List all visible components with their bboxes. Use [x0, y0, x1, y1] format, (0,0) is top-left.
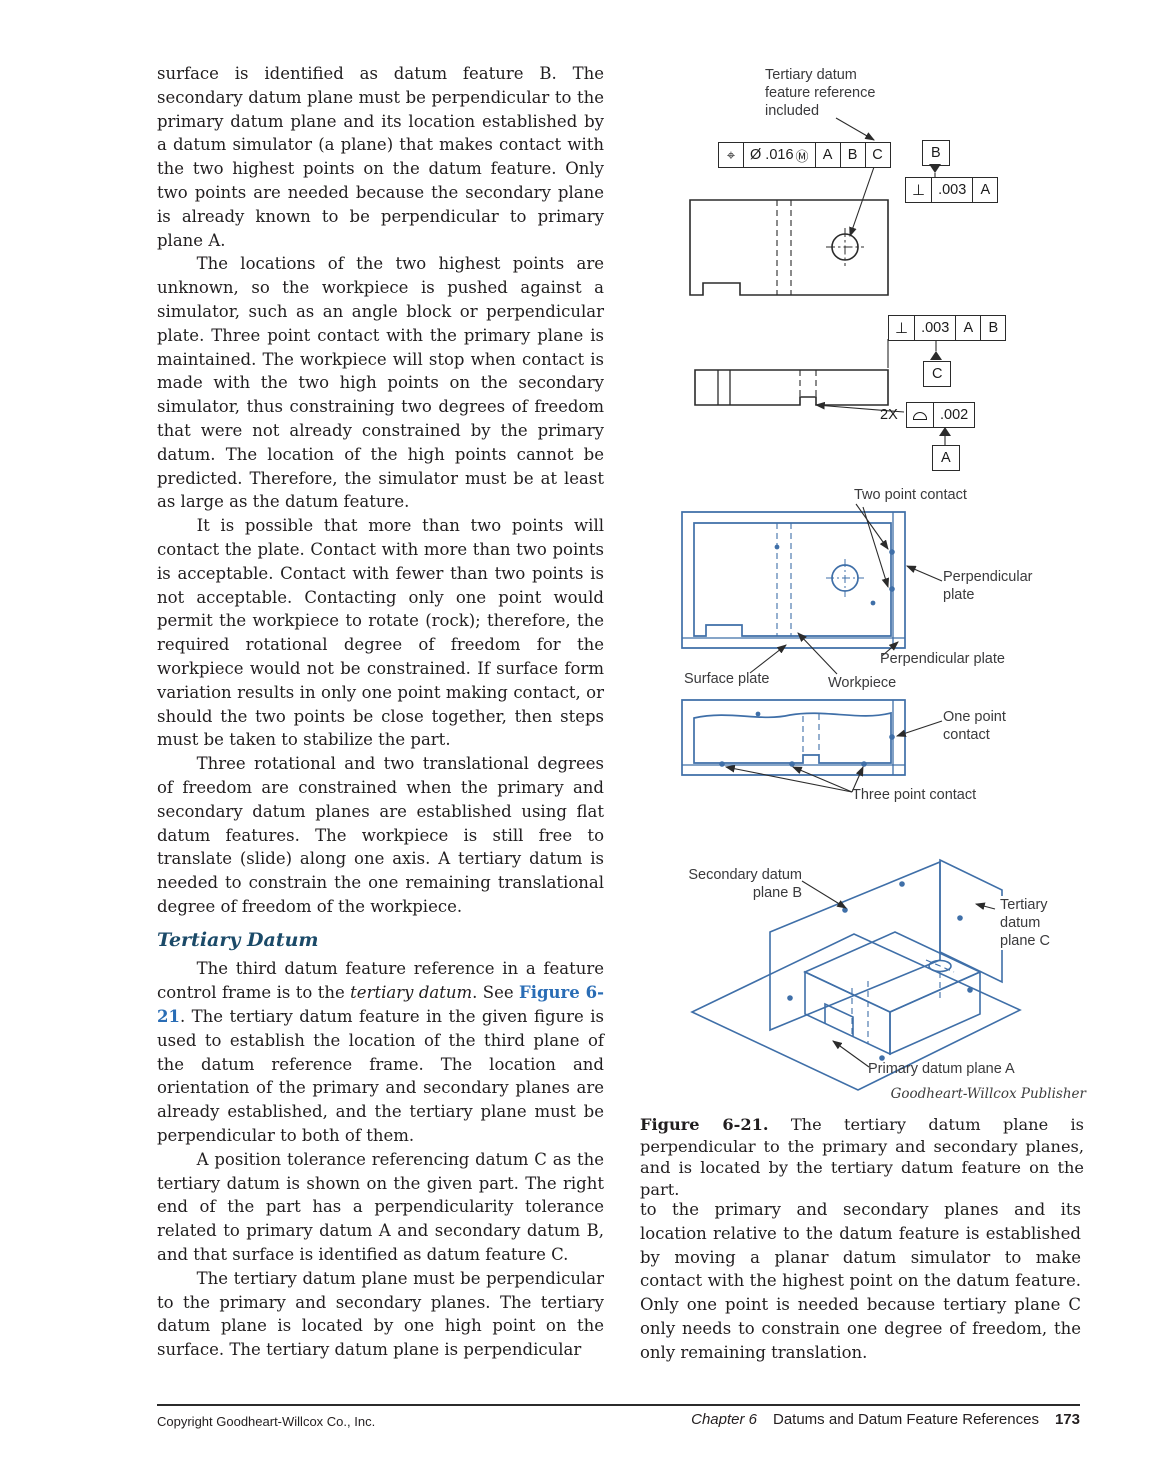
tolerance-value: Ø .016 — [750, 147, 794, 163]
workpiece-left-face — [804, 970, 891, 1056]
tolerance-value: .003 — [931, 178, 972, 202]
datum-ref-a: A — [955, 316, 980, 340]
label-workpiece: Workpiece — [828, 675, 897, 691]
datum-ref-a: A — [814, 143, 840, 167]
figure-attribution: Goodheart-Willcox Publisher — [890, 1086, 1086, 1102]
label-one-point-contact: One point contact — [943, 709, 1006, 743]
perpendicularity-symbol-icon: ⊥ — [895, 320, 909, 337]
isometric-datum-planes-figure — [690, 858, 1022, 1091]
right-column-text: to the primary and secondary planes and … — [640, 1200, 1081, 1362]
contact-point-dots — [787, 881, 973, 1061]
front-view-drawing — [689, 199, 889, 296]
datum-triangle-icon — [929, 164, 941, 173]
profile-of-a-line-icon — [913, 411, 927, 420]
paragraph-2: The locations of the two highest points … — [157, 254, 604, 512]
figure-caption-text: The tertiary datum plane is perpendicula… — [640, 1115, 1084, 1199]
footer-chapter: Chapter 6 — [691, 1411, 757, 1428]
label-tertiary-datum-reference: Tertiary datum feature reference include… — [765, 67, 876, 119]
figure-caption-number: Figure 6-21. — [640, 1115, 769, 1134]
text-run: . The tertiary datum feature in the give… — [157, 1007, 604, 1146]
one-point-contact-figure — [681, 699, 906, 776]
label-surface-plate: Surface plate — [684, 671, 770, 687]
side-view-drawing — [694, 369, 889, 406]
datum-ref-b: B — [980, 316, 1005, 340]
perpendicularity-frame-1: ⊥ .003 A — [905, 177, 999, 203]
mmc-modifier-icon: Ⓜ — [795, 148, 809, 164]
datum-ref-c: C — [864, 143, 890, 167]
primary-plane-a — [690, 933, 1022, 1091]
footer-rule — [157, 1404, 1080, 1406]
text-run: The third datum feature reference in a f… — [157, 959, 604, 1003]
contact-point-dots — [719, 711, 895, 767]
datum-feature-symbol-c: C — [923, 361, 952, 387]
footer-copyright: Copyright Goodheart-Willcox Co., Inc. — [157, 1414, 376, 1429]
label-three-point-contact: Three point contact — [852, 787, 977, 803]
contact-point-dots — [774, 544, 895, 606]
label-tertiary-datum-plane-c: Tertiary datum plane C — [998, 896, 1052, 950]
tolerance-value: .003 — [914, 316, 955, 340]
text-run: . See — [472, 983, 520, 1003]
figure-caption: Figure 6-21. The tertiary datum plane is… — [640, 1114, 1084, 1200]
footer-chapter-info: Chapter 6 Datums and Datum Feature Refer… — [691, 1411, 1080, 1428]
datum-triangle-icon — [930, 351, 942, 360]
perpendicularity-symbol-icon: ⊥ — [912, 182, 926, 199]
figure-reference-link[interactable]: Figure 6-21 — [157, 983, 604, 1027]
datum-feature-symbol-b: B — [922, 140, 950, 166]
datum-ref-b: B — [839, 143, 865, 167]
paragraph-7: The tertiary datum plane must be perpend… — [157, 1268, 604, 1360]
perpendicularity-frame-2: ⊥ .003 A B — [888, 315, 1007, 341]
tolerance-value: .002 — [933, 403, 974, 427]
left-column: surface is identified as datum feature B… — [157, 62, 604, 1362]
paragraph-4: Three rotational and two translational d… — [157, 754, 604, 916]
datum-feature-symbol-a: A — [932, 445, 960, 471]
tertiary-plane-c — [939, 858, 1003, 984]
footer-chapter-title: Datums and Datum Feature References — [773, 1411, 1039, 1428]
leader-lines — [724, 117, 996, 1068]
times-prefix: 2X — [880, 407, 898, 423]
profile-symbol-cell — [907, 403, 933, 427]
label-perpendicular-plate-bottom: Perpendicular plate — [880, 651, 1005, 667]
datum-triangle-icon — [939, 427, 951, 436]
workpiece-notch — [824, 1002, 854, 1036]
section-heading: Tertiary Datum — [157, 928, 319, 951]
two-point-contact-figure — [681, 511, 906, 649]
figure-linework — [681, 117, 1022, 1091]
label-perpendicular-plate-right: Perpendicular plate — [943, 569, 1033, 603]
paragraph-6: A position tolerance referencing datum C… — [157, 1149, 604, 1265]
profile-frame: .002 — [906, 402, 976, 428]
footer-page-number: 173 — [1054, 1411, 1080, 1428]
label-secondary-datum-plane-b: Secondary datum plane B — [688, 867, 802, 901]
workpiece-right-face — [889, 970, 981, 1056]
label-primary-datum-plane-a: Primary datum plane A — [868, 1061, 1015, 1077]
paragraph-5: The third datum feature reference in a f… — [157, 957, 604, 1147]
hole — [928, 959, 952, 973]
paragraph-1: surface is identified as datum feature B… — [157, 64, 604, 250]
emphasized-term: tertiary datum — [350, 983, 473, 1003]
label-two-point-contact: Two point contact — [854, 487, 967, 503]
datum-ref-a: A — [972, 178, 997, 202]
paragraph-3: It is possible that more than two points… — [157, 516, 604, 750]
position-symbol-icon: ⌖ — [726, 146, 736, 164]
